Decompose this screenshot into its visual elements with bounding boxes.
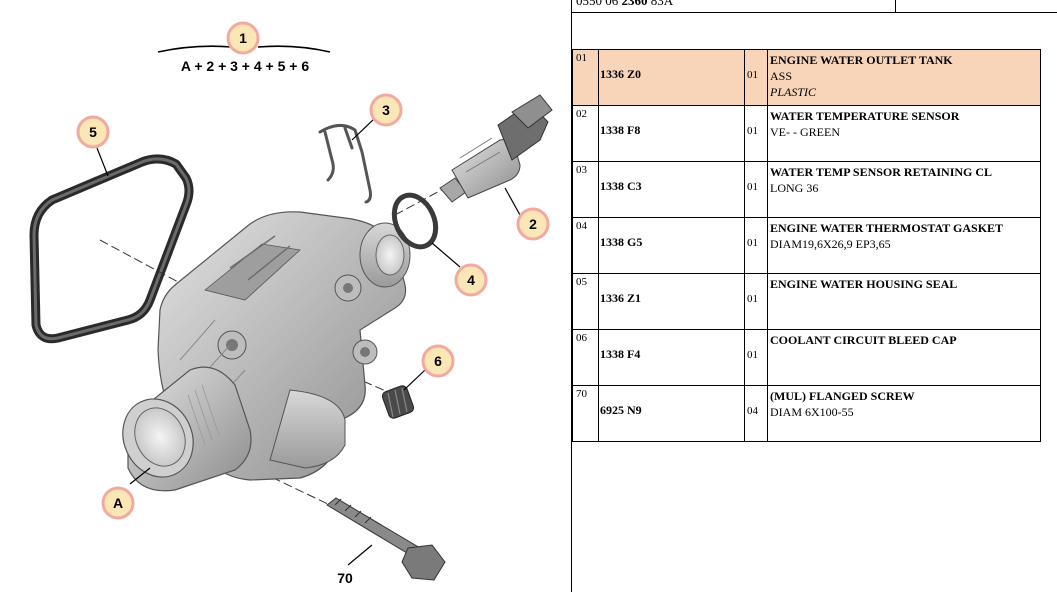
svg-text:5: 5	[89, 124, 97, 140]
reference-cell[interactable]: 1338 C3	[598, 161, 745, 218]
position-cell: 05	[572, 273, 599, 330]
callout-5[interactable]: 5	[76, 115, 110, 149]
assembly-formula: A + 2 + 3 + 4 + 5 + 6	[181, 58, 310, 74]
svg-text:4: 4	[467, 272, 475, 288]
callout-4[interactable]: 4	[454, 263, 488, 297]
flanged-screw-part	[326, 497, 446, 581]
document-header: 0550 06 2360 83A	[572, 0, 1057, 13]
exploded-parts-diagram: A + 2 + 3 + 4 + 5 + 6	[29, 21, 553, 586]
svg-text:1: 1	[239, 30, 247, 46]
description-detail: DIAM 6X100-55	[770, 405, 854, 419]
description-title: ENGINE WATER OUTLET TANK	[770, 53, 953, 67]
description-title: (MUL) FLANGED SCREW	[770, 389, 915, 403]
description-cell: ENGINE WATER HOUSING SEAL	[767, 273, 1041, 330]
document-code: 0550 06 2360 83A	[576, 0, 674, 8]
description-title: ENGINE WATER HOUSING SEAL	[770, 277, 958, 291]
description-detail: ASS	[770, 69, 793, 83]
description-material: PLASTIC	[770, 85, 817, 99]
position-cell: 03	[572, 161, 599, 218]
callout-3[interactable]: 3	[369, 93, 403, 127]
bolt-label-70: 70	[337, 570, 353, 586]
coolant-bleed-cap-part	[381, 385, 415, 419]
leader-lines	[96, 117, 521, 566]
description-cell: ENGINE WATER THERMOSTAT GASKET DIAM19,6X2…	[767, 217, 1041, 274]
description-detail: LONG 36	[770, 181, 819, 195]
callout-a[interactable]: A	[101, 486, 135, 520]
position-cell: 04	[572, 217, 599, 274]
quantity-cell: 01	[744, 217, 768, 274]
reference-cell[interactable]: 6925 N9	[598, 385, 745, 442]
quantity-cell: 01	[744, 329, 768, 386]
callout-2[interactable]: 2	[516, 207, 550, 241]
reference-cell[interactable]: 1338 F8	[598, 105, 745, 162]
reference-cell[interactable]: 1338 F4	[598, 329, 745, 386]
header-separator	[895, 0, 896, 12]
quantity-cell: 04	[744, 385, 768, 442]
position-cell: 06	[572, 329, 599, 386]
water-outlet-housing-part	[122, 211, 411, 492]
description-cell: COOLANT CIRCUIT BLEED CAP	[767, 329, 1041, 386]
thermostat-gasket-part	[391, 192, 439, 250]
description-title: WATER TEMP SENSOR RETAINING CL	[770, 165, 993, 179]
position-cell: 02	[572, 105, 599, 162]
quantity-cell: 01	[744, 49, 768, 106]
svg-text:3: 3	[382, 102, 390, 118]
description-cell: WATER TEMPERATURE SENSOR VE- - GREEN	[767, 105, 1041, 162]
description-title: WATER TEMPERATURE SENSOR	[770, 109, 960, 123]
description-title: ENGINE WATER THERMOSTAT GASKET	[770, 221, 1004, 235]
panel-divider	[571, 0, 572, 592]
description-cell: (MUL) FLANGED SCREW DIAM 6X100-55	[767, 385, 1041, 442]
assembly-bracket: A + 2 + 3 + 4 + 5 + 6	[157, 45, 331, 74]
description-title: COOLANT CIRCUIT BLEED CAP	[770, 333, 957, 347]
position-cell: 01	[572, 49, 599, 106]
svg-text:2: 2	[529, 216, 537, 232]
quantity-cell: 01	[744, 105, 768, 162]
callout-1[interactable]: 1	[226, 21, 260, 55]
sensor-retaining-clip-part	[318, 124, 372, 204]
reference-cell[interactable]: 1336 Z1	[598, 273, 745, 330]
housing-seal-part	[29, 154, 194, 344]
water-temperature-sensor-part	[439, 94, 553, 203]
description-detail: DIAM19,6X26,9 EP3,65	[770, 237, 891, 251]
description-detail: VE- - GREEN	[770, 125, 840, 139]
reference-cell[interactable]: 1336 Z0	[598, 49, 745, 106]
position-cell: 70	[572, 385, 599, 442]
svg-text:6: 6	[434, 353, 442, 369]
quantity-cell: 01	[744, 161, 768, 218]
svg-text:A: A	[113, 495, 123, 511]
callout-6[interactable]: 6	[421, 344, 455, 378]
reference-cell[interactable]: 1338 G5	[598, 217, 745, 274]
description-cell: ENGINE WATER OUTLET TANK ASS PLASTIC	[767, 49, 1041, 106]
description-cell: WATER TEMP SENSOR RETAINING CL LONG 36	[767, 161, 1041, 218]
quantity-cell: 01	[744, 273, 768, 330]
